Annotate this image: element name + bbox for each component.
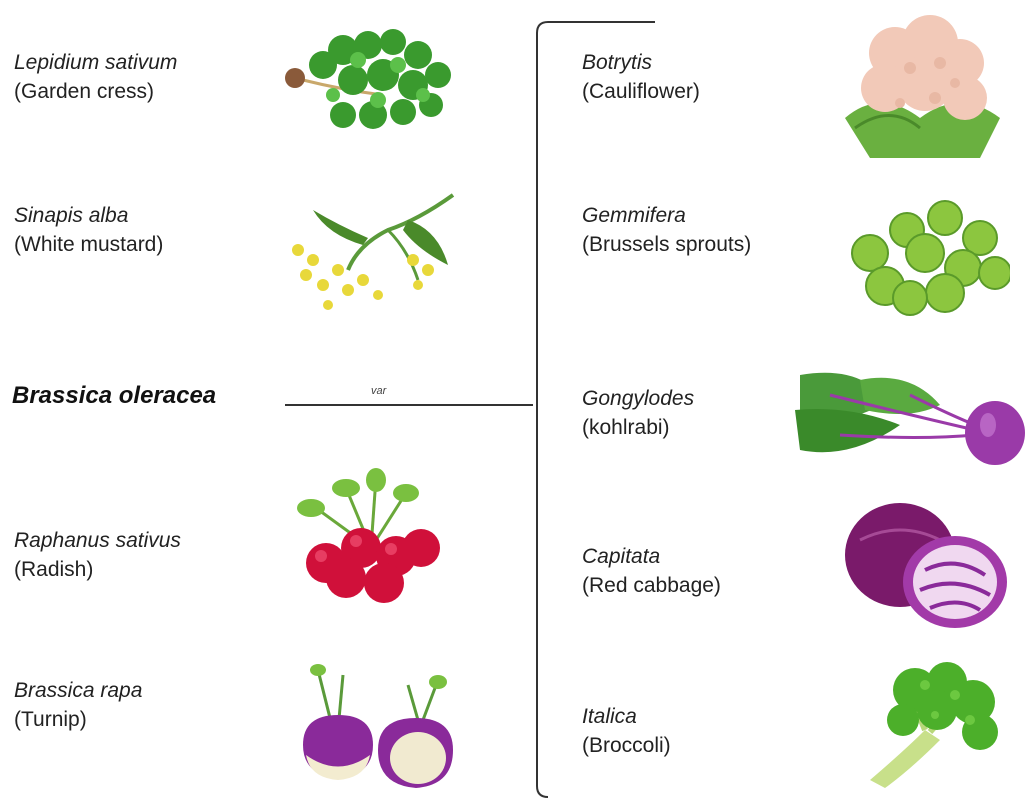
common-name: (Red cabbage) bbox=[582, 571, 721, 600]
scientific-name: Gongylodes bbox=[582, 384, 694, 413]
brussels-sprouts-illustration bbox=[845, 198, 1010, 316]
scientific-name: Botrytis bbox=[582, 48, 700, 77]
variety-italica: Italica (Broccoli) bbox=[582, 702, 671, 760]
common-name: (Broccoli) bbox=[582, 731, 671, 760]
common-name: (Cauliflower) bbox=[582, 77, 700, 106]
red-cabbage-illustration bbox=[840, 500, 1010, 632]
scientific-name: Capitata bbox=[582, 542, 721, 571]
relative-garden-cress: Lepidium sativum (Garden cress) bbox=[14, 48, 177, 106]
common-name: (White mustard) bbox=[14, 230, 163, 259]
scientific-name: Sinapis alba bbox=[14, 201, 163, 230]
radish-illustration bbox=[276, 468, 461, 608]
garden-cress-illustration bbox=[283, 20, 463, 145]
common-name: (Radish) bbox=[14, 555, 181, 584]
variety-capitata: Capitata (Red cabbage) bbox=[582, 542, 721, 600]
scientific-name: Gemmifera bbox=[582, 201, 751, 230]
center-species-title: Brassica oleracea bbox=[12, 382, 216, 410]
common-name: (Brussels sprouts) bbox=[582, 230, 751, 259]
scientific-name: Lepidium sativum bbox=[14, 48, 177, 77]
common-name: (Turnip) bbox=[14, 705, 142, 734]
turnip-illustration bbox=[298, 660, 463, 795]
variety-botrytis: Botrytis (Cauliflower) bbox=[582, 48, 700, 106]
scientific-name: Brassica rapa bbox=[14, 676, 142, 705]
cauliflower-illustration bbox=[840, 8, 1005, 158]
variety-gemmifera: Gemmifera (Brussels sprouts) bbox=[582, 201, 751, 259]
common-name: (kohlrabi) bbox=[582, 413, 694, 442]
relative-turnip: Brassica rapa (Turnip) bbox=[14, 676, 142, 734]
common-name: (Garden cress) bbox=[14, 77, 177, 106]
kohlrabi-illustration bbox=[790, 365, 1029, 470]
connector-label: var bbox=[371, 385, 386, 397]
relative-radish: Raphanus sativus (Radish) bbox=[14, 526, 181, 584]
relative-white-mustard: Sinapis alba (White mustard) bbox=[14, 201, 163, 259]
scientific-name: Italica bbox=[582, 702, 671, 731]
broccoli-illustration bbox=[855, 660, 1005, 790]
white-mustard-illustration bbox=[268, 190, 463, 320]
variety-gongylodes: Gongylodes (kohlrabi) bbox=[582, 384, 694, 442]
scientific-name: Raphanus sativus bbox=[14, 526, 181, 555]
